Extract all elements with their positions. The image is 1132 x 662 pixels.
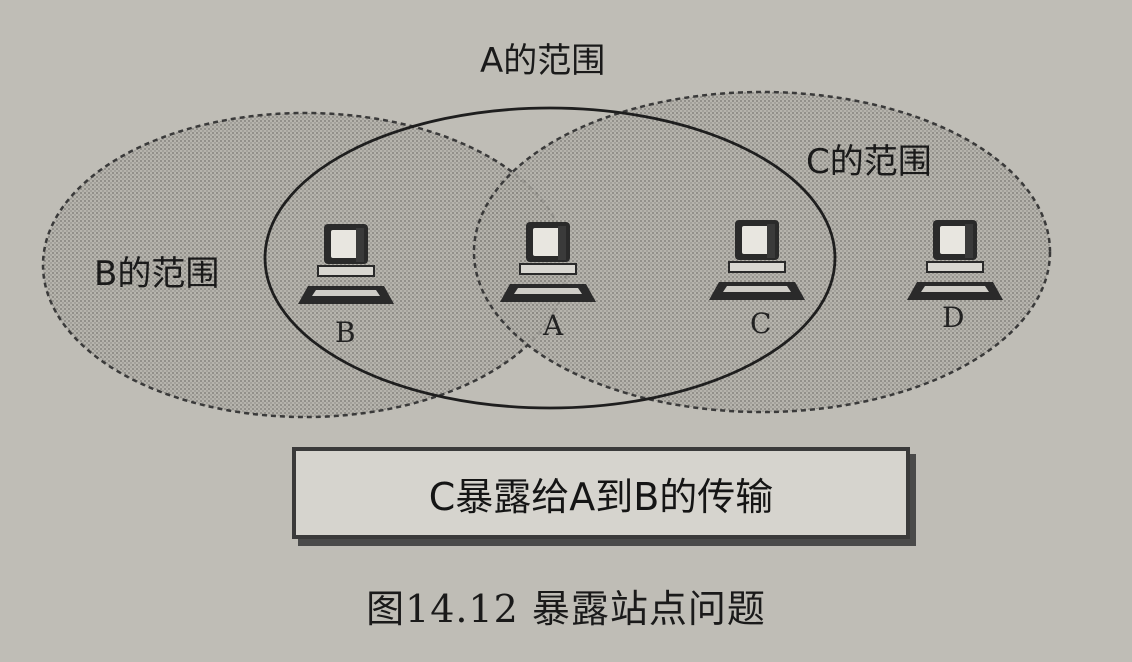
exposure-caption-text: C暴露给A到B的传输	[428, 474, 774, 519]
b-range-label: B的范围	[94, 254, 219, 294]
node-label-d: D	[942, 301, 964, 334]
figure-caption: 图14.12 暴露站点问题	[366, 587, 766, 631]
node-label-b: B	[335, 316, 356, 349]
exposure-caption-box: C暴露给A到B的传输	[292, 447, 910, 539]
a-range-ellipse	[263, 106, 837, 410]
node-label-c: C	[750, 307, 771, 340]
a-range-label: A的范围	[480, 41, 605, 81]
node-label-a: A	[542, 309, 564, 342]
c-range-label: C的范围	[806, 142, 932, 182]
